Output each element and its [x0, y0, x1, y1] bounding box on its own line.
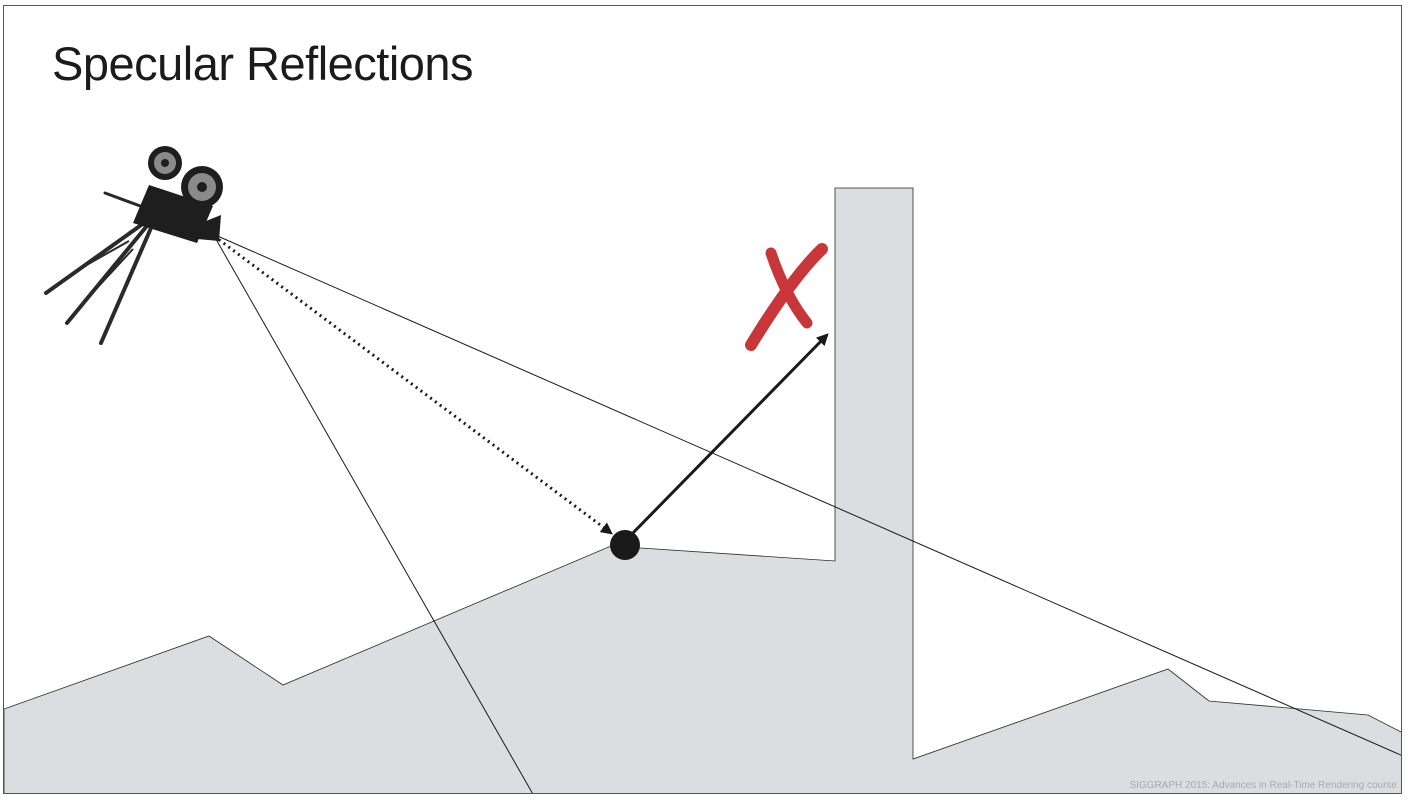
- scene-diagram: [4, 146, 1401, 793]
- view-ray: [213, 234, 613, 535]
- slide-title: Specular Reflections: [52, 37, 474, 90]
- frustum-line-left: [212, 233, 533, 793]
- surface-point: [610, 530, 640, 560]
- slide: Specular Reflections SIGGRAPH 2015: Adva…: [3, 5, 1402, 794]
- reject-x-icon: [745, 243, 828, 351]
- slide-footer: SIGGRAPH 2015: Advances in Real-Time Ren…: [1129, 780, 1397, 791]
- reflection-ray: [627, 333, 829, 539]
- terrain: [4, 187, 1401, 793]
- movie-camera-icon: [44, 146, 223, 345]
- frustum-line-right: [212, 233, 1401, 756]
